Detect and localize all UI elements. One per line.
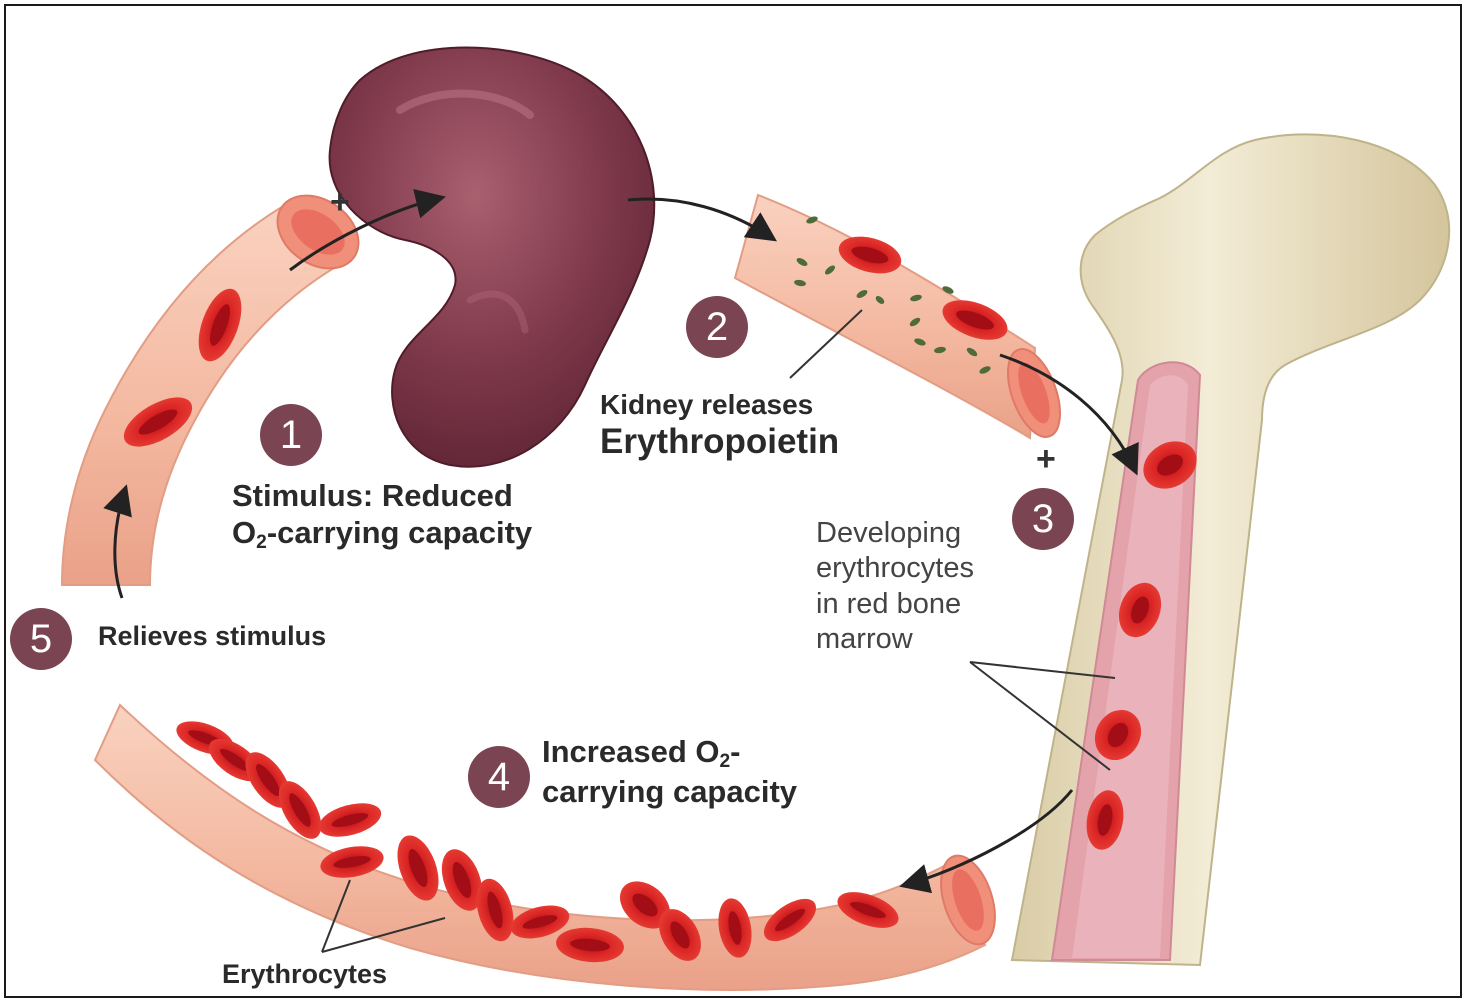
step-1-line-1: Stimulus: Reduced: [232, 480, 532, 513]
step-4-line-2: carrying capacity: [542, 776, 797, 809]
step-3-line-4: marrow: [816, 624, 974, 654]
step-1-badge: 1: [260, 404, 322, 466]
plus-sign-kidney: +: [330, 183, 350, 222]
step-1-label: Stimulus: Reduced O2-carrying capacity: [232, 480, 532, 553]
rbc: [315, 797, 385, 843]
step-2-badge: 2: [686, 296, 748, 358]
femur-bone: [1012, 134, 1449, 965]
step-4-badge: 4: [468, 746, 530, 808]
step-1-line-2: O2-carrying capacity: [232, 517, 532, 553]
step-3-label: Developing erythrocytes in red bone marr…: [816, 518, 974, 655]
step-4-label: Increased O2- carrying capacity: [542, 736, 797, 809]
step-5-label: Relieves stimulus: [98, 622, 326, 650]
step-3-line-3: in red bone: [816, 589, 974, 619]
step-3-badge: 3: [1012, 488, 1074, 550]
step-4-line-1: Increased O2-: [542, 736, 797, 772]
erythrocytes-label: Erythrocytes: [222, 960, 387, 988]
step-2-label-line-2: Erythropoietin: [600, 424, 839, 461]
step-3-line-1: Developing: [816, 518, 974, 548]
step-3-line-2: erythrocytes: [816, 553, 974, 583]
plus-sign-marrow: +: [1036, 440, 1056, 479]
step-2-label-line-1: Kidney releases: [600, 390, 813, 419]
step-5-badge: 5: [10, 608, 72, 670]
